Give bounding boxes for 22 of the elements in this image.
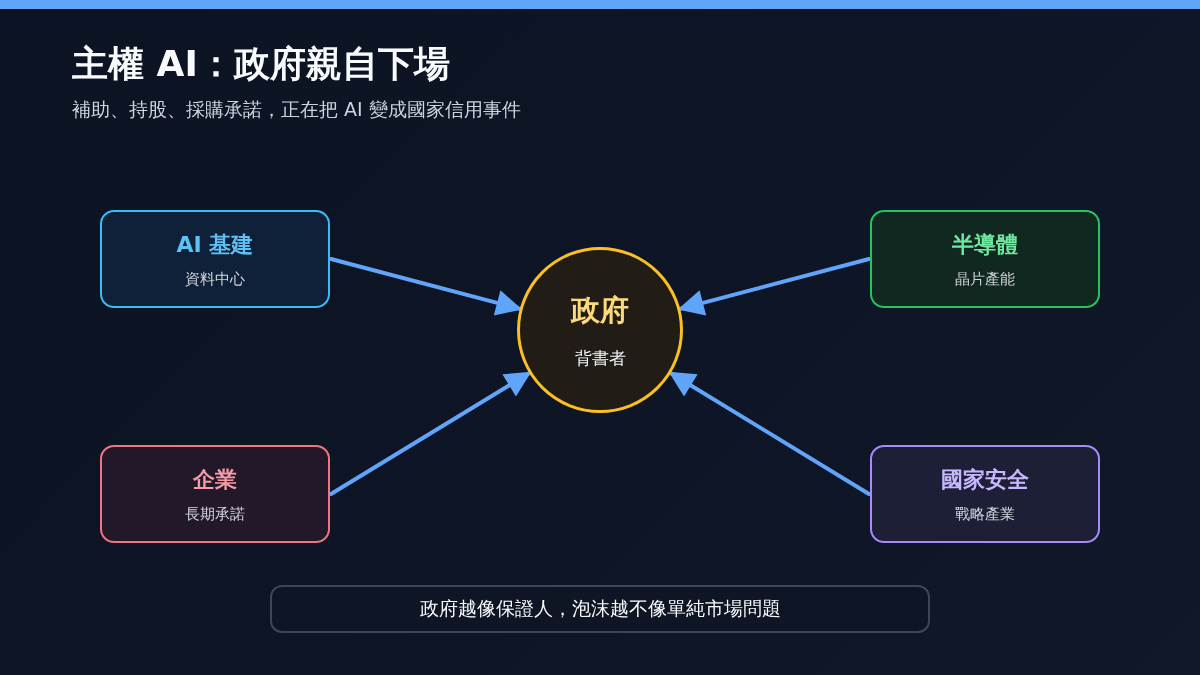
node-subtitle: 戰略產業 — [955, 504, 1015, 524]
node-title: 企業 — [193, 465, 237, 494]
note-text: 政府越像保證人，泡沫越不像單純市場問題 — [419, 596, 781, 621]
note-box — [270, 585, 930, 633]
node-title: AI 基建 — [176, 230, 254, 259]
node-title: 半導體 — [952, 230, 1018, 259]
node-subtitle: 晶片產能 — [955, 269, 1015, 289]
process-box — [870, 445, 1100, 543]
slide-title: 主權 AI：政府親自下場 — [72, 42, 450, 86]
node-subtitle: 背書者 — [574, 346, 626, 370]
arrow — [329, 257, 523, 316]
arrow — [668, 371, 871, 496]
arrow — [329, 371, 532, 496]
node-subtitle: 資料中心 — [185, 269, 245, 289]
process-box — [870, 210, 1100, 308]
arrow — [677, 257, 871, 316]
process-box — [100, 210, 330, 308]
node-title: 國家安全 — [941, 465, 1029, 494]
process-box — [100, 445, 330, 543]
node-title: 政府 — [571, 291, 629, 329]
subtitle: 補助、持股、採購承諾，正在把 AI 變成國家信用事件 — [72, 97, 521, 122]
node-subtitle: 長期承諾 — [185, 504, 245, 524]
